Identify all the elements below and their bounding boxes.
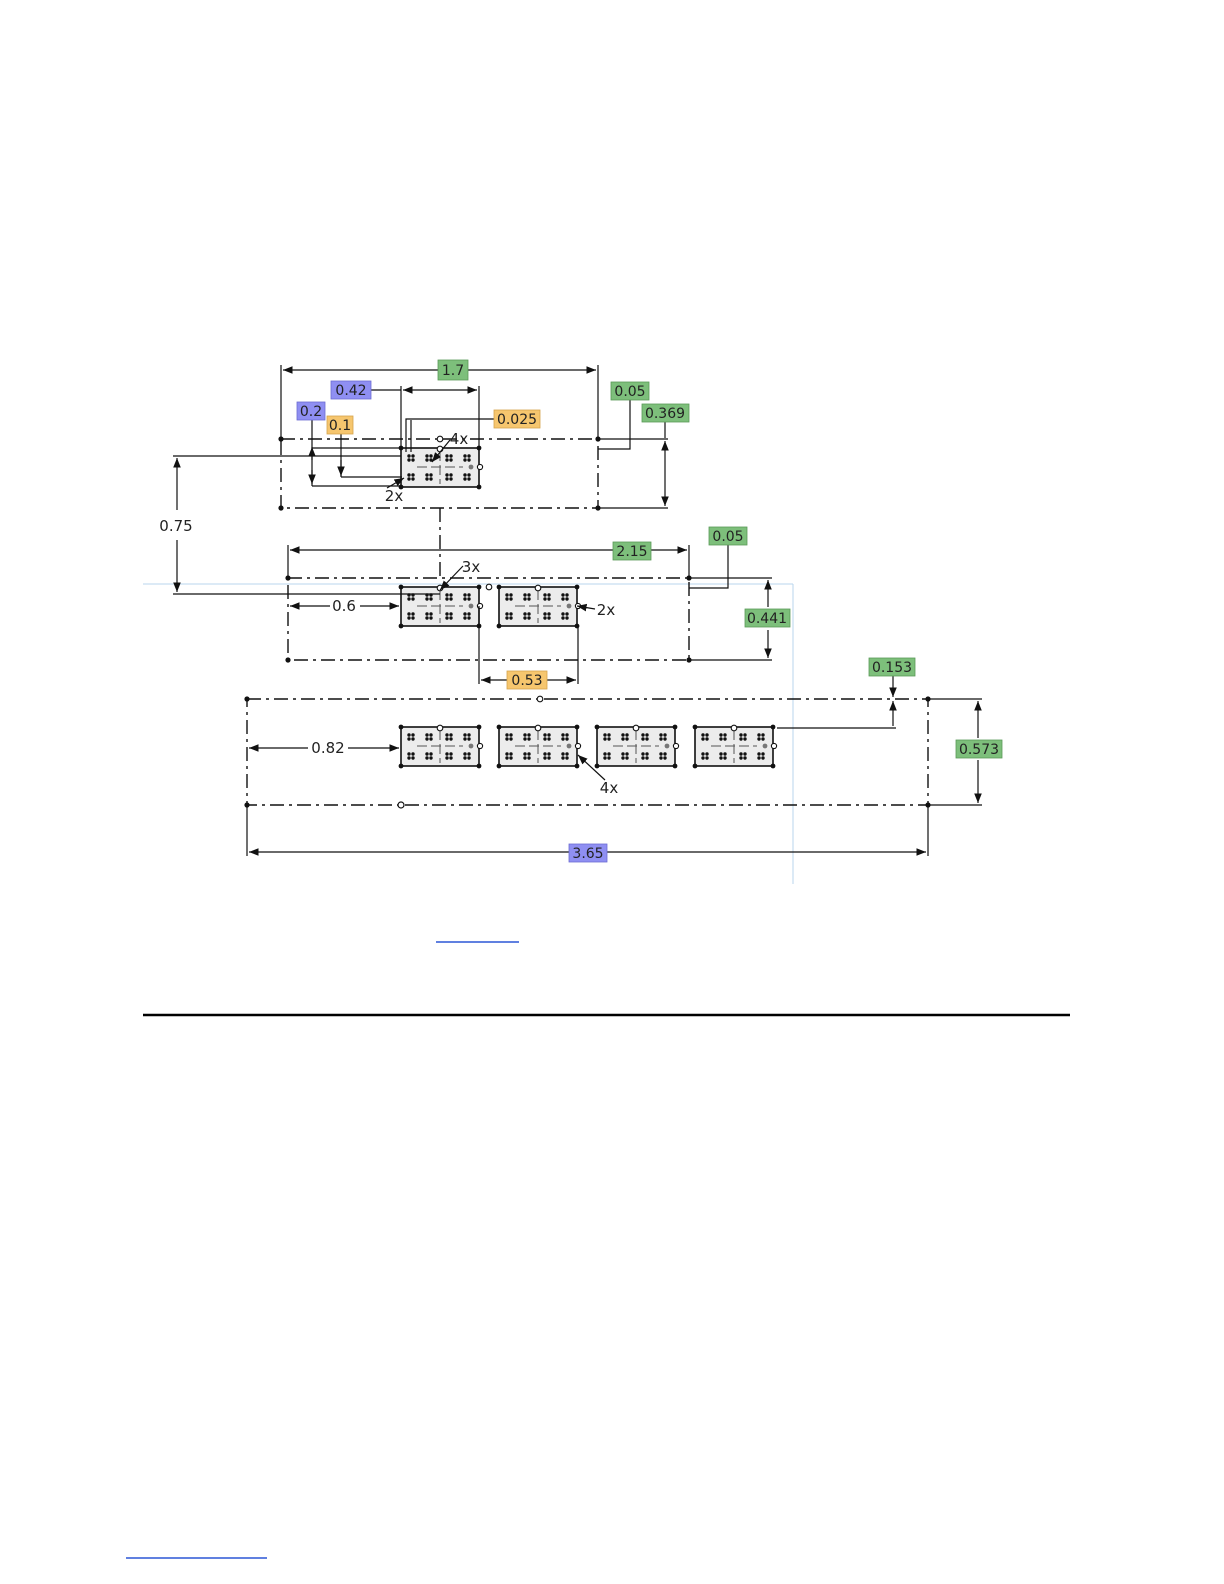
dimension-labels: 1.7 0.42 0.2 0.1 0.025 0.05 0.369 4x 2x … (159, 360, 1002, 862)
block-midpoint[interactable] (731, 725, 737, 731)
block-corner-point[interactable] (497, 585, 502, 590)
block-corner-point[interactable] (771, 725, 776, 730)
label-margin-mid-right: 0.05 (712, 529, 743, 545)
block-corner-point[interactable] (673, 764, 678, 769)
block-corner-point[interactable] (477, 585, 482, 590)
label-mid-offset: 0.6 (332, 597, 356, 615)
block-corner-point[interactable] (477, 485, 482, 490)
label-row-spacing: 0.75 (159, 517, 192, 535)
block-corner-point[interactable] (693, 764, 698, 769)
block-corner-point[interactable] (399, 764, 404, 769)
label-mid-width: 2.15 (616, 544, 647, 560)
block-edge-point[interactable] (771, 743, 776, 748)
block-midpoint[interactable] (633, 725, 639, 731)
reference-point[interactable] (437, 436, 443, 442)
block-edge-point[interactable] (575, 743, 580, 748)
label-bottom-offset: 0.82 (311, 739, 344, 757)
block-side-point[interactable] (469, 465, 474, 470)
label-offset-y-small: 0.1 (329, 418, 351, 434)
label-bottom-pattern: 4x (600, 779, 619, 797)
label-mid-pattern-side: 2x (597, 601, 616, 619)
label-pattern-small: 2x (385, 487, 404, 505)
label-cell-width: 0.42 (335, 383, 366, 399)
block-side-point[interactable] (665, 744, 670, 749)
block-side-point[interactable] (567, 604, 572, 609)
label-gap-top: 0.025 (497, 412, 537, 428)
label-bottom-height: 0.573 (959, 742, 999, 758)
block-corner-point[interactable] (477, 764, 482, 769)
block-corner-point[interactable] (497, 624, 502, 629)
block-side-point[interactable] (567, 744, 572, 749)
label-top-height: 0.369 (645, 406, 685, 422)
label-mid-pitch: 0.53 (511, 673, 542, 689)
label-pattern-mid: 3x (462, 558, 481, 576)
label-mid-height: 0.441 (747, 611, 787, 627)
block-edge-point[interactable] (673, 743, 678, 748)
block-corner-point[interactable] (575, 725, 580, 730)
block-midpoint[interactable] (535, 585, 541, 591)
block-corner-point[interactable] (575, 624, 580, 629)
reference-point[interactable] (486, 584, 492, 590)
block-corner-point[interactable] (477, 725, 482, 730)
block-corner-point[interactable] (399, 585, 404, 590)
frame-corner-points[interactable] (244, 436, 930, 807)
block-side-point[interactable] (469, 744, 474, 749)
label-margin-top-right: 0.05 (614, 384, 645, 400)
block-corner-point[interactable] (595, 725, 600, 730)
construction-frames (247, 439, 928, 805)
block-side-point[interactable] (763, 744, 768, 749)
origin-point[interactable] (398, 802, 404, 808)
block-midpoint[interactable] (535, 725, 541, 731)
block-corner-point[interactable] (673, 725, 678, 730)
label-bottom-gap: 0.153 (872, 660, 912, 676)
block-corner-point[interactable] (595, 764, 600, 769)
reference-point[interactable] (537, 696, 543, 702)
block-corner-point[interactable] (399, 624, 404, 629)
hole-pattern-blocks (399, 436, 777, 768)
block-corner-point[interactable] (771, 764, 776, 769)
block-corner-point[interactable] (693, 725, 698, 730)
block-edge-point[interactable] (477, 743, 482, 748)
block-corner-point[interactable] (575, 764, 580, 769)
label-offset-x-small: 0.2 (300, 404, 322, 420)
block-side-point[interactable] (469, 604, 474, 609)
block-corner-point[interactable] (575, 585, 580, 590)
label-pattern-top: 4x (450, 430, 469, 448)
label-bottom-width: 3.65 (572, 846, 603, 862)
block-midpoint[interactable] (437, 725, 443, 731)
block-corner-point[interactable] (399, 725, 404, 730)
block-edge-point[interactable] (477, 603, 482, 608)
label-top-width: 1.7 (442, 363, 464, 379)
block-corner-point[interactable] (497, 764, 502, 769)
block-corner-point[interactable] (497, 725, 502, 730)
block-edge-point[interactable] (477, 464, 482, 469)
